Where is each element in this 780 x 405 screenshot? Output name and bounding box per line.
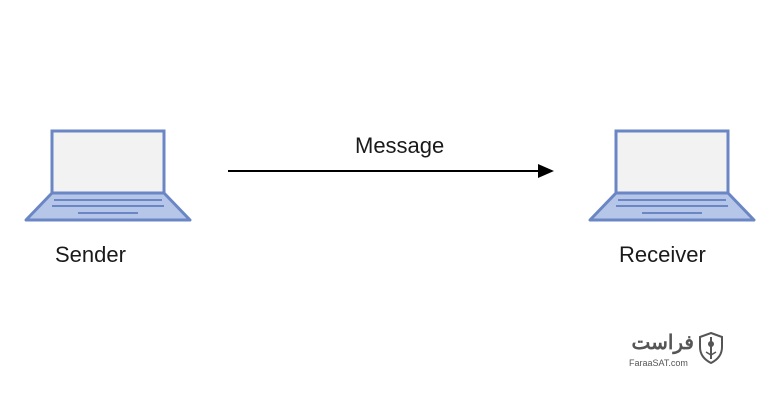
shield-icon — [699, 332, 723, 364]
sender-laptop-icon — [24, 129, 192, 222]
message-arrow — [228, 164, 554, 178]
watermark-arabic-text: فراست — [631, 332, 694, 354]
sender-label: Sender — [55, 242, 126, 267]
message-label: Message — [355, 133, 445, 158]
watermark-logo: فراست FaraaSAT.com — [628, 330, 738, 372]
receiver-label: Receiver — [619, 242, 706, 267]
receiver-laptop-icon — [588, 129, 756, 222]
watermark-domain-text: FaraaSAT.com — [629, 358, 688, 368]
